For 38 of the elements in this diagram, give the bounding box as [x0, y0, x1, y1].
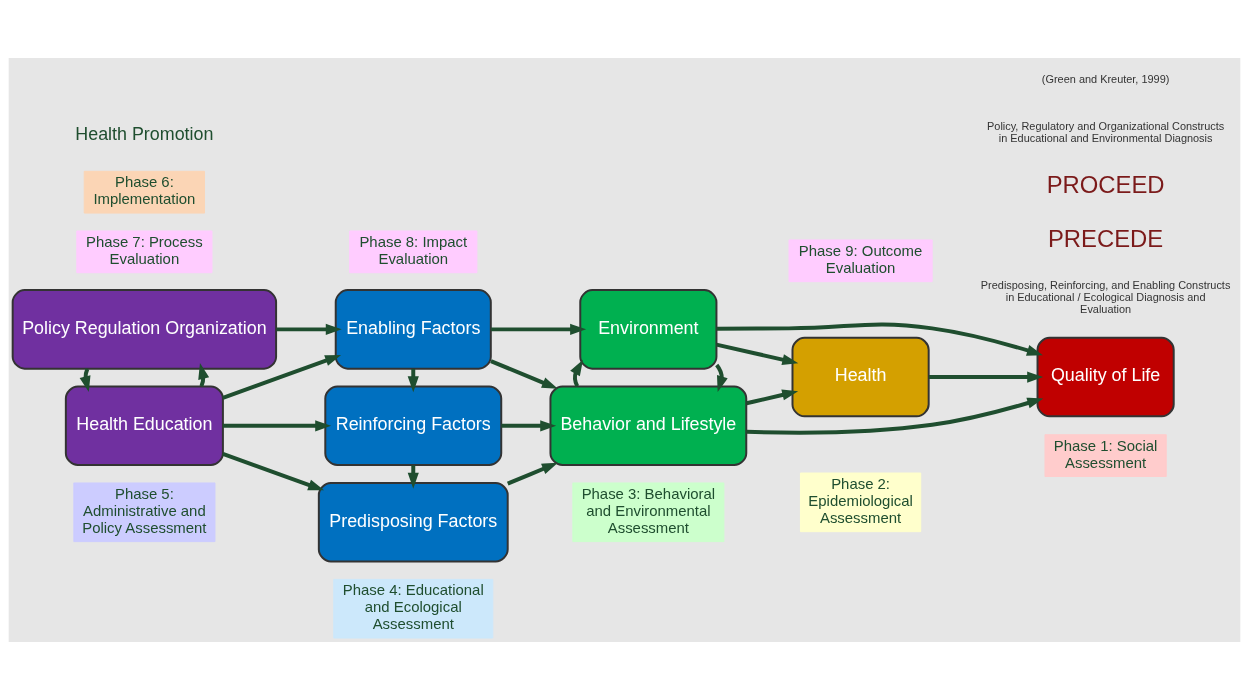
node-box: Phase 2: Epidemiological Assessment	[799, 472, 922, 532]
node-box: Phase 1: Social Assessment	[1044, 433, 1167, 477]
arrow	[490, 323, 587, 335]
arrow	[570, 359, 583, 387]
node-box: Health	[791, 336, 930, 417]
node-box: Enabling Factors	[334, 288, 492, 370]
node-box: Policy Regulation Organization	[11, 288, 278, 370]
label: PRECEDE	[1047, 224, 1164, 252]
node-box: Phase 9: Outcome Evaluation	[788, 238, 933, 282]
node-box: Quality of Life	[1036, 336, 1175, 417]
arrow	[222, 354, 342, 400]
node-box: Phase 3: Behavioral and Environmental Assessment	[572, 481, 725, 542]
label: Policy, Regulatory and Organizational Constructs in Educational and Environmental Diagnosis	[987, 119, 1225, 144]
node-box: Health Education	[64, 385, 224, 466]
label: Health Promotion	[75, 123, 214, 144]
arrow	[928, 371, 1044, 383]
label: (Green and Kreuter, 1999)	[1041, 72, 1170, 85]
arrow	[716, 322, 1043, 356]
node-box: Reinforcing Factors	[324, 385, 503, 466]
node-box: Phase 5: Administrative and Policy Assessment	[73, 481, 216, 542]
node-box: Phase 4: Educational and Ecological Assessment	[333, 578, 494, 638]
node-box: Phase 7: Process Evaluation	[76, 229, 213, 273]
node-box: Environment	[579, 288, 718, 370]
arrow	[716, 342, 799, 365]
arrow	[490, 358, 558, 389]
node-box: Phase 8: Impact Evaluation	[349, 229, 478, 273]
node-box: Phase 6: Implementation	[83, 170, 205, 214]
arrow	[222, 419, 332, 431]
arrow	[746, 388, 799, 405]
arrow	[222, 451, 325, 490]
arrow	[501, 419, 557, 431]
arrow	[746, 397, 1044, 435]
node-box: Predisposing Factors	[317, 481, 509, 562]
arrow	[506, 462, 558, 485]
label: PROCEED	[1046, 170, 1165, 198]
label: Predisposing, Reinforcing, and Enabling Constructs in Educational / Ecological Diagnosis and Evaluation	[980, 278, 1231, 315]
arrow	[276, 323, 342, 335]
node-box: Behavior and Lifestyle	[549, 385, 748, 466]
